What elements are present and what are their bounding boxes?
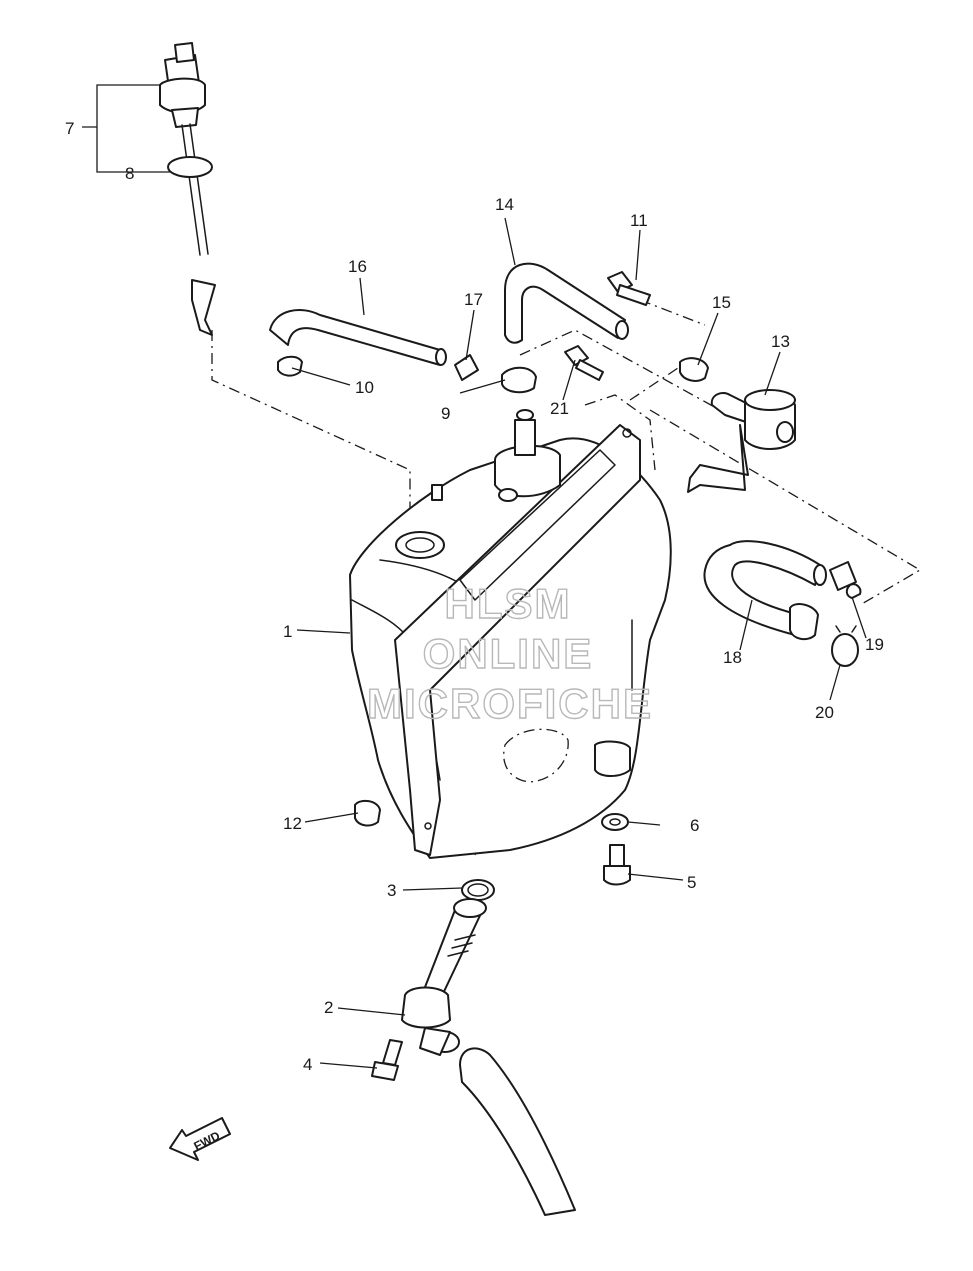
outlet-hose bbox=[459, 1047, 576, 1216]
grommet-20 bbox=[831, 625, 859, 667]
callout-10: 10 bbox=[355, 378, 374, 397]
callout-3: 3 bbox=[387, 881, 396, 900]
callout-12: 12 bbox=[283, 814, 302, 833]
callout-labels: 7 8 14 11 16 17 15 13 10 9 21 1 19 18 20… bbox=[65, 119, 884, 1074]
callout-4: 4 bbox=[303, 1055, 312, 1074]
bolt-21 bbox=[564, 345, 604, 381]
clip-10 bbox=[277, 355, 303, 377]
callout-11: 11 bbox=[630, 211, 648, 230]
dipstick bbox=[159, 42, 216, 336]
callout-7: 7 bbox=[65, 119, 74, 138]
callout-21: 21 bbox=[550, 399, 569, 418]
callout-5: 5 bbox=[687, 873, 696, 892]
washer-6 bbox=[601, 813, 629, 831]
clip-9 bbox=[501, 366, 537, 394]
callout-17: 17 bbox=[464, 290, 483, 309]
bolt-4 bbox=[371, 1039, 403, 1081]
watermark-line-2: ONLINE bbox=[423, 630, 594, 677]
callout-16: 16 bbox=[348, 257, 367, 276]
callout-18: 18 bbox=[723, 648, 742, 667]
callout-9: 9 bbox=[441, 404, 450, 423]
hose-14 bbox=[504, 262, 626, 344]
valve-assembly bbox=[687, 389, 796, 493]
callout-1: 1 bbox=[283, 622, 292, 641]
callout-14: 14 bbox=[495, 195, 514, 214]
callout-8: 8 bbox=[125, 164, 134, 183]
callout-15: 15 bbox=[712, 293, 731, 312]
clip-19 bbox=[829, 561, 857, 591]
bolt-11 bbox=[607, 271, 651, 306]
clip-17 bbox=[454, 354, 479, 381]
strainer-2 bbox=[401, 898, 487, 1056]
callout-2: 2 bbox=[324, 998, 333, 1017]
watermark-line-3: MICROFICHE bbox=[367, 680, 653, 727]
grommet-12 bbox=[354, 799, 381, 827]
o-ring-3 bbox=[461, 879, 495, 901]
callout-13: 13 bbox=[771, 332, 790, 351]
oil-tank bbox=[349, 409, 672, 859]
callout-6: 6 bbox=[690, 816, 699, 835]
callout-19: 19 bbox=[865, 635, 884, 654]
hose-18 bbox=[703, 540, 821, 636]
clip-15 bbox=[679, 357, 709, 382]
callout-20: 20 bbox=[815, 703, 834, 722]
watermark-line-1: HLSM bbox=[445, 580, 572, 627]
watermark: HLSM ONLINE MICROFICHE bbox=[366, 579, 653, 727]
leader-lines bbox=[82, 84, 867, 1069]
drain-bolt-5 bbox=[603, 844, 631, 886]
fwd-arrow-icon: FWD bbox=[169, 1117, 231, 1161]
o-ring-dipstick bbox=[167, 156, 213, 178]
